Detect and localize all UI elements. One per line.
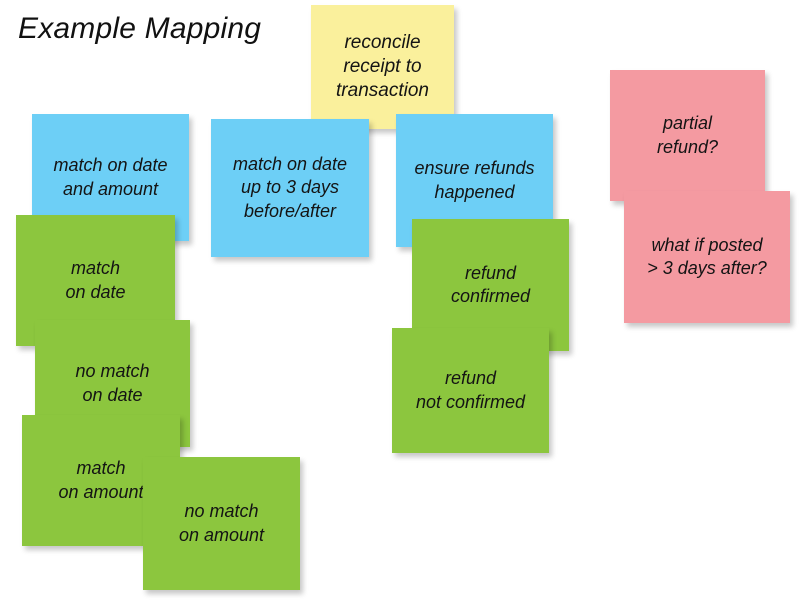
sticky-note-example-refund-not-confirmed[interactable]: refund not confirmed xyxy=(392,328,549,453)
sticky-note-text: match on date and amount xyxy=(53,155,168,199)
sticky-note-text: no match on amount xyxy=(178,501,265,545)
sticky-note-story-reconcile[interactable]: reconcile receipt to transaction xyxy=(311,5,454,129)
sticky-note-text: refund confirmed xyxy=(450,262,531,306)
page-title: Example Mapping xyxy=(18,12,262,45)
sticky-note-text: no match on date xyxy=(75,361,150,405)
sticky-note-text: match on date up to 3 days before/after xyxy=(232,154,348,221)
sticky-note-text: partial refund? xyxy=(656,113,719,157)
sticky-note-text: what if posted > 3 days after? xyxy=(647,234,767,278)
sticky-note-example-no-match-on-amount[interactable]: no match on amount xyxy=(143,457,300,590)
sticky-note-rule-match-date-3-days[interactable]: match on date up to 3 days before/after xyxy=(211,119,369,257)
sticky-note-text: ensure refunds happened xyxy=(414,158,535,202)
sticky-note-text: refund not confirmed xyxy=(415,368,526,412)
sticky-note-question-posted-3-days-after[interactable]: what if posted > 3 days after? xyxy=(624,191,790,323)
sticky-note-question-partial-refund[interactable]: partial refund? xyxy=(610,70,765,201)
sticky-note-text: match on amount xyxy=(58,458,144,502)
sticky-note-text: match on date xyxy=(65,258,126,302)
sticky-note-text: reconcile receipt to transaction xyxy=(336,31,429,102)
